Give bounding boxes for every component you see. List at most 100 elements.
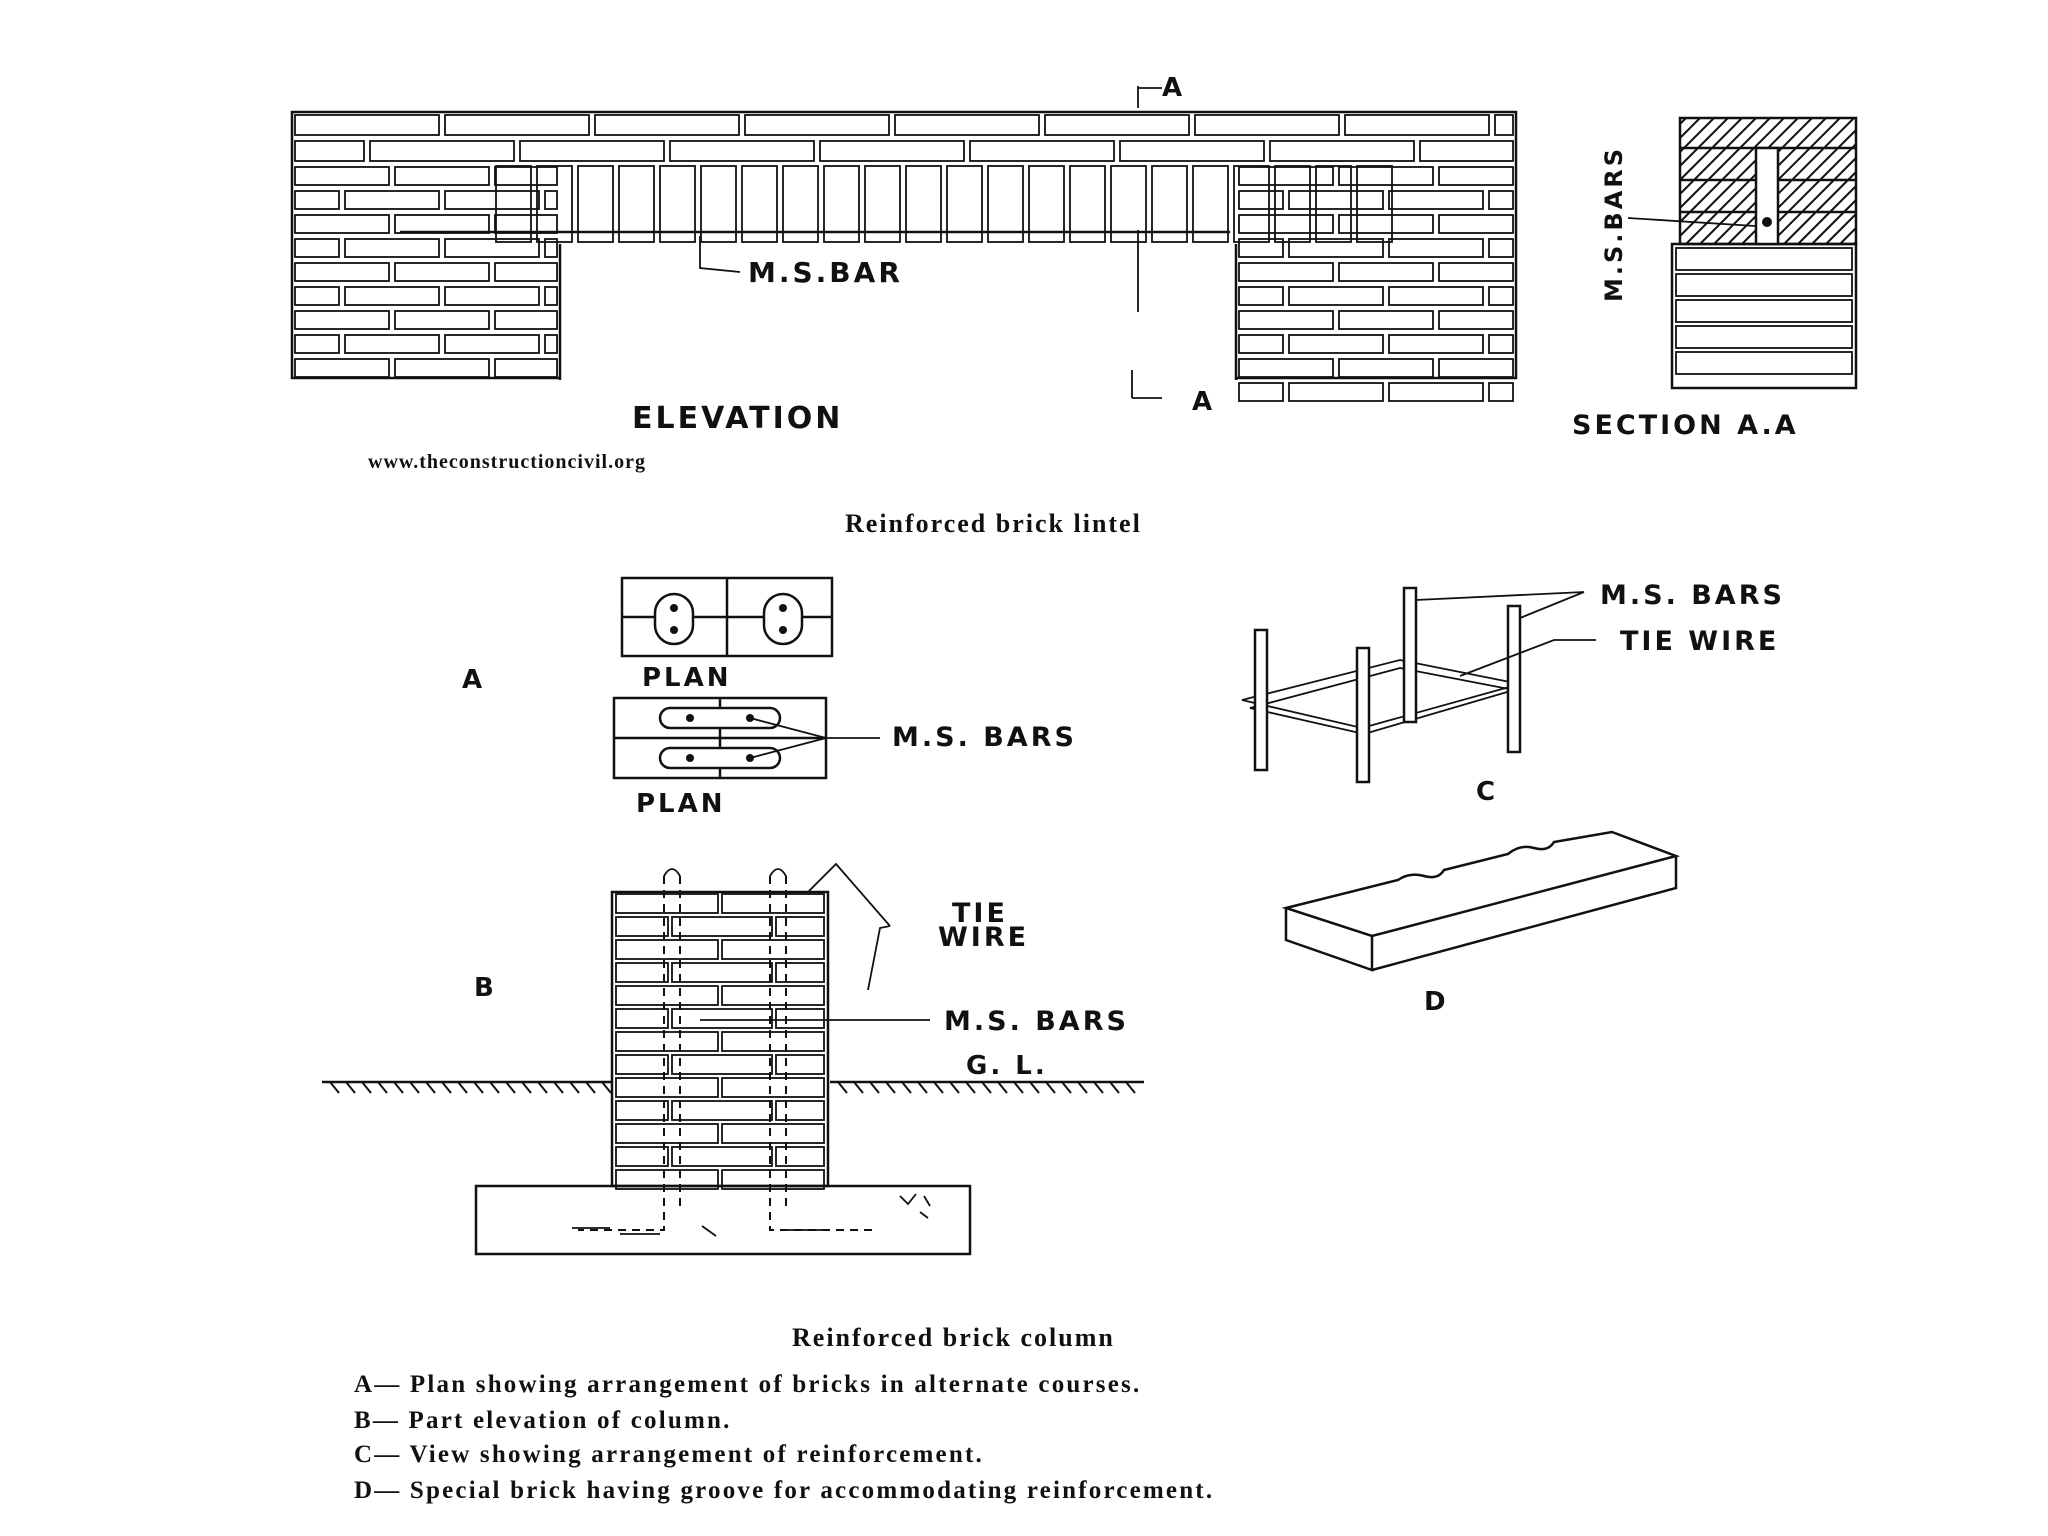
website-watermark: www.theconstructioncivil.org xyxy=(368,451,646,473)
brick xyxy=(1388,334,1484,354)
brick xyxy=(1488,382,1514,402)
lintel-elevation: M.S.BAR A A ELEVATION xyxy=(290,73,1518,436)
column-brick xyxy=(671,1100,773,1121)
brick xyxy=(894,114,1040,136)
ground-hatch xyxy=(345,1081,356,1094)
brick xyxy=(1338,262,1434,282)
brick xyxy=(1288,190,1384,210)
plan-bottom-bar-top xyxy=(658,706,782,730)
ground-hatch xyxy=(329,1081,340,1094)
ground-hatch xyxy=(505,1081,516,1094)
brick xyxy=(1119,140,1265,162)
brick xyxy=(294,140,365,162)
plan-bars-leader xyxy=(749,717,880,759)
column-brick xyxy=(671,1146,773,1167)
lintel-brick xyxy=(659,165,696,243)
ms-bar-label: M.S.BAR xyxy=(748,256,903,289)
column-brick xyxy=(615,1169,719,1190)
plan-bottom-label: PLAN xyxy=(636,789,726,819)
legend-d: D— Special brick having groove for accom… xyxy=(354,1477,1214,1504)
brick xyxy=(1238,310,1334,330)
ground-hatch xyxy=(981,1081,992,1094)
ground-hatch xyxy=(1077,1081,1088,1094)
brick xyxy=(1438,262,1514,282)
plan-bottom-bar-bottom xyxy=(658,746,782,770)
section-brick xyxy=(1675,273,1853,297)
brick xyxy=(1288,334,1384,354)
lintel-brick xyxy=(1192,165,1229,243)
column-reinforcement xyxy=(578,868,876,1231)
brick xyxy=(1438,166,1514,186)
column-tie-label-2: WIRE xyxy=(938,922,1029,953)
lintel-brick xyxy=(905,165,942,243)
brick xyxy=(394,310,490,330)
ground-line xyxy=(322,1080,1144,1094)
lintel-brick xyxy=(946,165,983,243)
special-brick-front xyxy=(1284,908,1374,972)
brick xyxy=(1438,310,1514,330)
lintel-brick xyxy=(618,165,655,243)
section-bar-dot xyxy=(1762,217,1772,227)
brick xyxy=(1338,358,1434,378)
section-brick xyxy=(1675,351,1853,375)
lintel-brick xyxy=(987,165,1024,243)
hatch-line xyxy=(1679,117,1785,223)
brick xyxy=(1494,114,1514,136)
column-brickwork xyxy=(610,890,830,1190)
hatch-line xyxy=(1679,117,1743,181)
column-brick xyxy=(721,893,825,914)
brick xyxy=(294,214,390,234)
column-tie-label-1: TIE xyxy=(952,898,1008,929)
lintel-brick xyxy=(1110,165,1147,243)
ground-hatch xyxy=(1013,1081,1024,1094)
elevation-label: ELEVATION xyxy=(632,401,843,436)
legend-c: C— View showing arrangement of reinforce… xyxy=(354,1441,984,1468)
brick xyxy=(344,334,440,354)
ground-hatch xyxy=(837,1081,848,1094)
section-brick xyxy=(1675,299,1853,323)
plan-top-bar-right xyxy=(762,592,804,646)
hatch-line xyxy=(1797,185,1857,245)
ground-hatch xyxy=(1029,1081,1040,1094)
ground-hatch xyxy=(473,1081,484,1094)
brick xyxy=(444,334,540,354)
column-brick xyxy=(775,1100,825,1121)
ms-bar-leader xyxy=(699,236,741,273)
brick xyxy=(494,166,558,186)
hatch-line xyxy=(1825,213,1857,245)
brick xyxy=(444,238,540,258)
section-aa: M.S.BARS SECTION A.A xyxy=(1572,116,1858,441)
hatch-line xyxy=(1853,241,1857,245)
section-bar-groove xyxy=(1754,146,1780,246)
hatch-line xyxy=(1769,157,1857,245)
special-brick-side xyxy=(1371,856,1678,972)
ground-hatch xyxy=(569,1081,580,1094)
lintel-brick xyxy=(495,165,532,243)
column-brick xyxy=(615,1054,669,1075)
plan-top-label: PLAN xyxy=(642,663,732,693)
brick xyxy=(1419,140,1514,162)
brick xyxy=(1238,190,1284,210)
brick xyxy=(1438,358,1514,378)
figure-d-letter: D xyxy=(1424,987,1449,1017)
column-brick xyxy=(721,1077,825,1098)
lintel-brick xyxy=(1028,165,1065,243)
brick xyxy=(1388,238,1484,258)
hatch-line xyxy=(1679,117,1687,125)
brick xyxy=(544,334,558,354)
column-brick xyxy=(615,916,669,937)
lintel-brick xyxy=(823,165,860,243)
hatch-line xyxy=(1811,199,1857,245)
cage-tie-label: TIE WIRE xyxy=(1620,626,1779,657)
column-brick xyxy=(615,1123,719,1144)
figure-a-plans: A PLAN M.S. BARS PLAN xyxy=(462,576,1074,819)
section-bars-leader xyxy=(1627,217,1756,227)
column-brick xyxy=(671,962,773,983)
ground-hatch xyxy=(377,1081,388,1094)
elevation-brickwork xyxy=(290,110,1518,402)
brick xyxy=(1488,286,1514,306)
figure-c-letter: C xyxy=(1476,777,1498,807)
cage-vertical-bars xyxy=(1253,586,1522,784)
column-legend: A— Plan showing arrangement of bricks in… xyxy=(354,1371,1214,1504)
